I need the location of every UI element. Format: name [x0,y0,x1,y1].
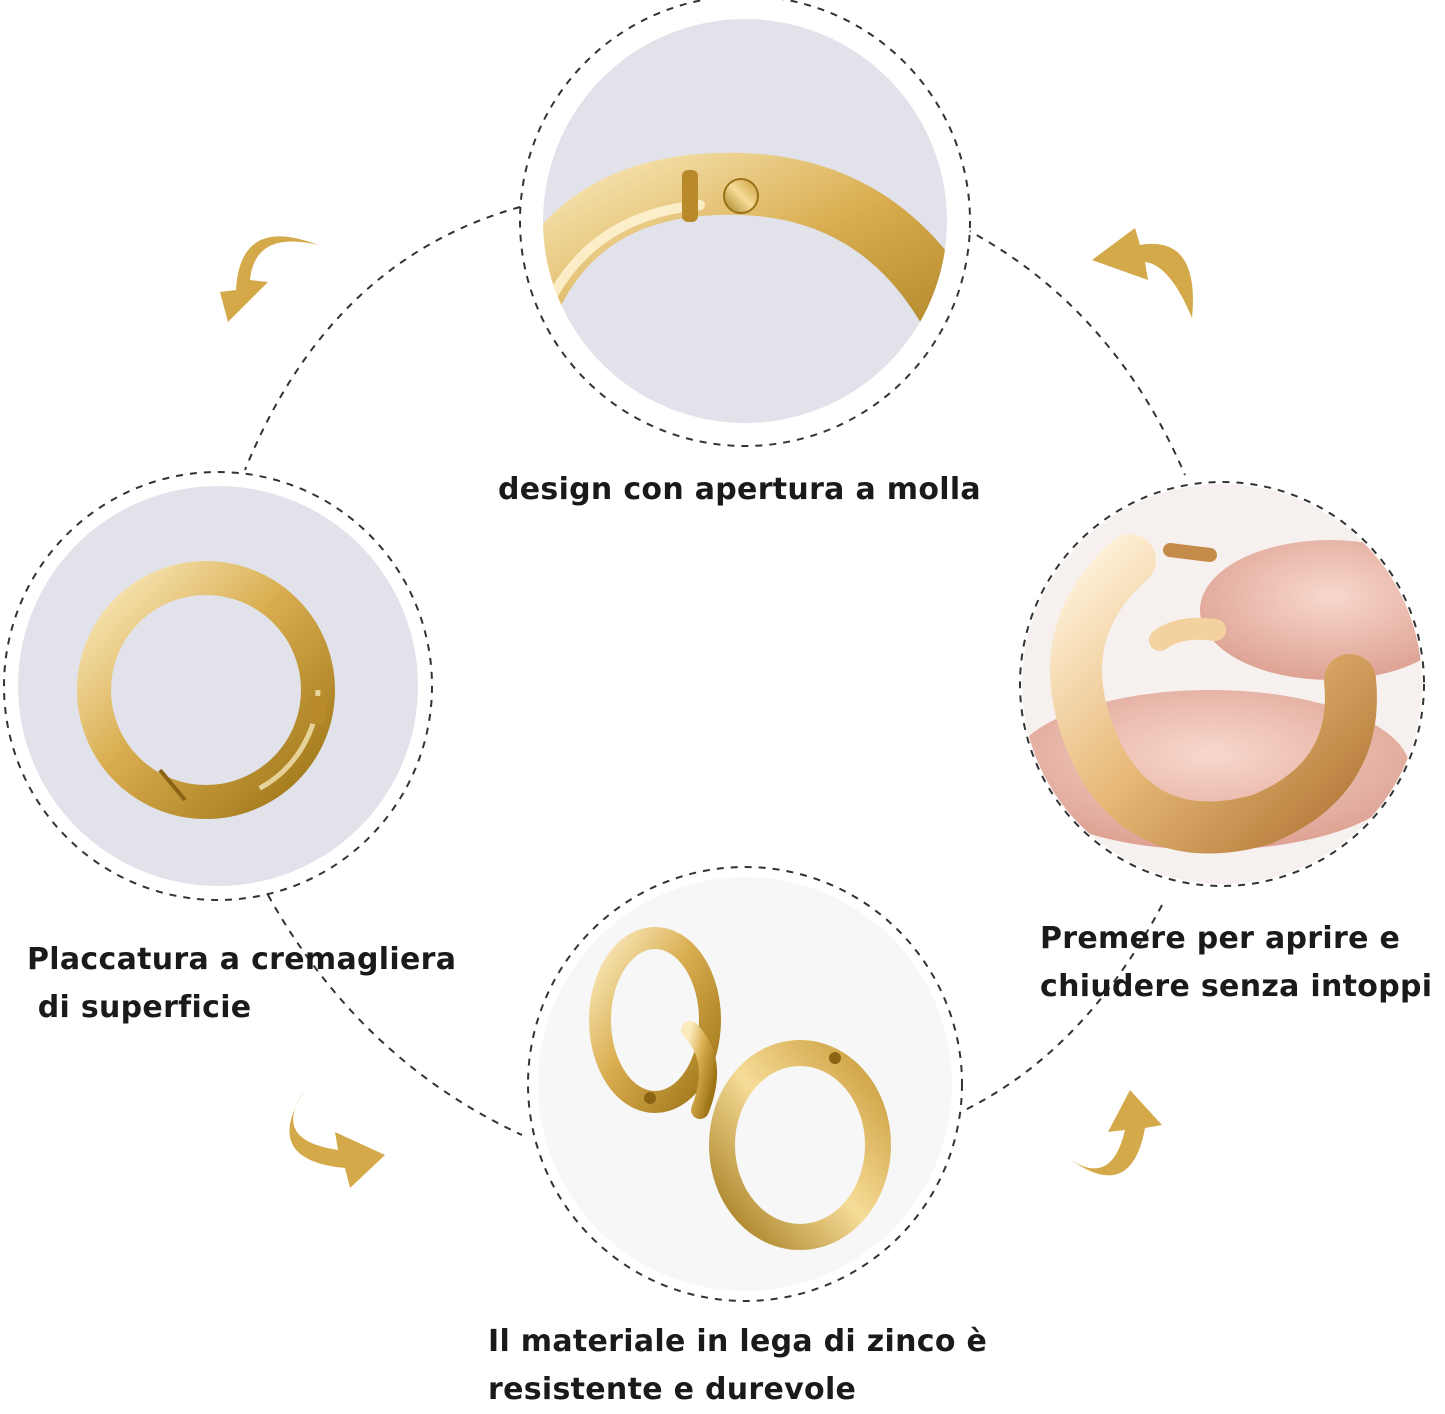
feature-label-left-line2: di superficie [27,990,252,1025]
feature-label-right-line2: chiudere senza intoppi [1040,969,1433,1004]
feature-label-top-line1: design con apertura a molla [498,472,981,507]
photo-single-ring [3,471,433,901]
feature-label-left: Placcatura a cremagliera di superficie [27,936,456,1032]
feature-label-right-line1: Premere per aprire e [1040,921,1401,956]
feature-label-bottom: Il materiale in lega di zinco è resisten… [488,1318,987,1414]
feature-label-top: design con apertura a molla [498,466,981,514]
photo-finger-press [1019,481,1425,887]
feature-label-bottom-line2: resistente e durevole [488,1372,857,1407]
dashed-connector-ring [244,206,1186,1136]
photo-linked-rings [527,866,963,1302]
feature-label-right: Premere per aprire e chiudere senza into… [1040,915,1432,1011]
photo-spring-opening [519,0,971,447]
curved-arrow-icon [1092,228,1193,318]
curved-arrow-icon [289,1090,385,1188]
curved-arrow-icon [1058,1090,1162,1176]
feature-label-bottom-line1: Il materiale in lega di zinco è [488,1324,988,1359]
curved-arrow-icon [220,236,318,322]
feature-label-left-line1: Placcatura a cremagliera [27,942,457,977]
